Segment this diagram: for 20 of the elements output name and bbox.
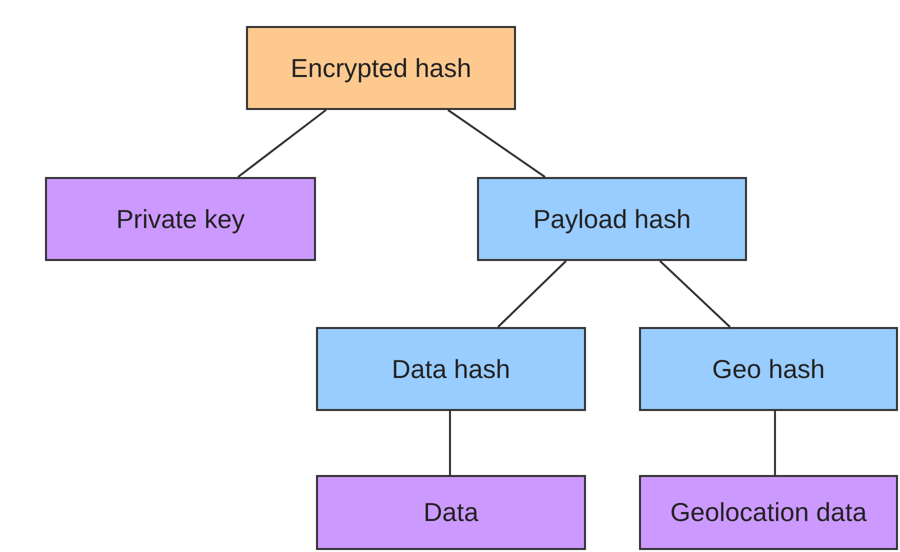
connector-line [497, 260, 567, 328]
hash-tree-box [639, 475, 898, 550]
connector-line [447, 109, 546, 178]
node-label: Geo hash [712, 352, 825, 386]
node-label: Encrypted hash [290, 52, 472, 84]
node-label: Payload hash [533, 202, 691, 236]
connector-line [659, 260, 731, 328]
hash-tree-box [316, 475, 586, 550]
node-label: Data [424, 496, 478, 529]
connector-line [449, 411, 451, 475]
node-label: Geolocation data [670, 496, 867, 529]
hash-tree-box [45, 177, 316, 261]
connector-line [237, 109, 327, 178]
hash-tree-box [477, 177, 747, 261]
hash-tree-box [246, 26, 516, 110]
hash-tree-box [316, 327, 586, 411]
connector-line [774, 411, 776, 475]
hash-tree-box [639, 327, 898, 411]
node-label: Data hash [392, 352, 510, 386]
node-label: Private key [116, 202, 245, 236]
